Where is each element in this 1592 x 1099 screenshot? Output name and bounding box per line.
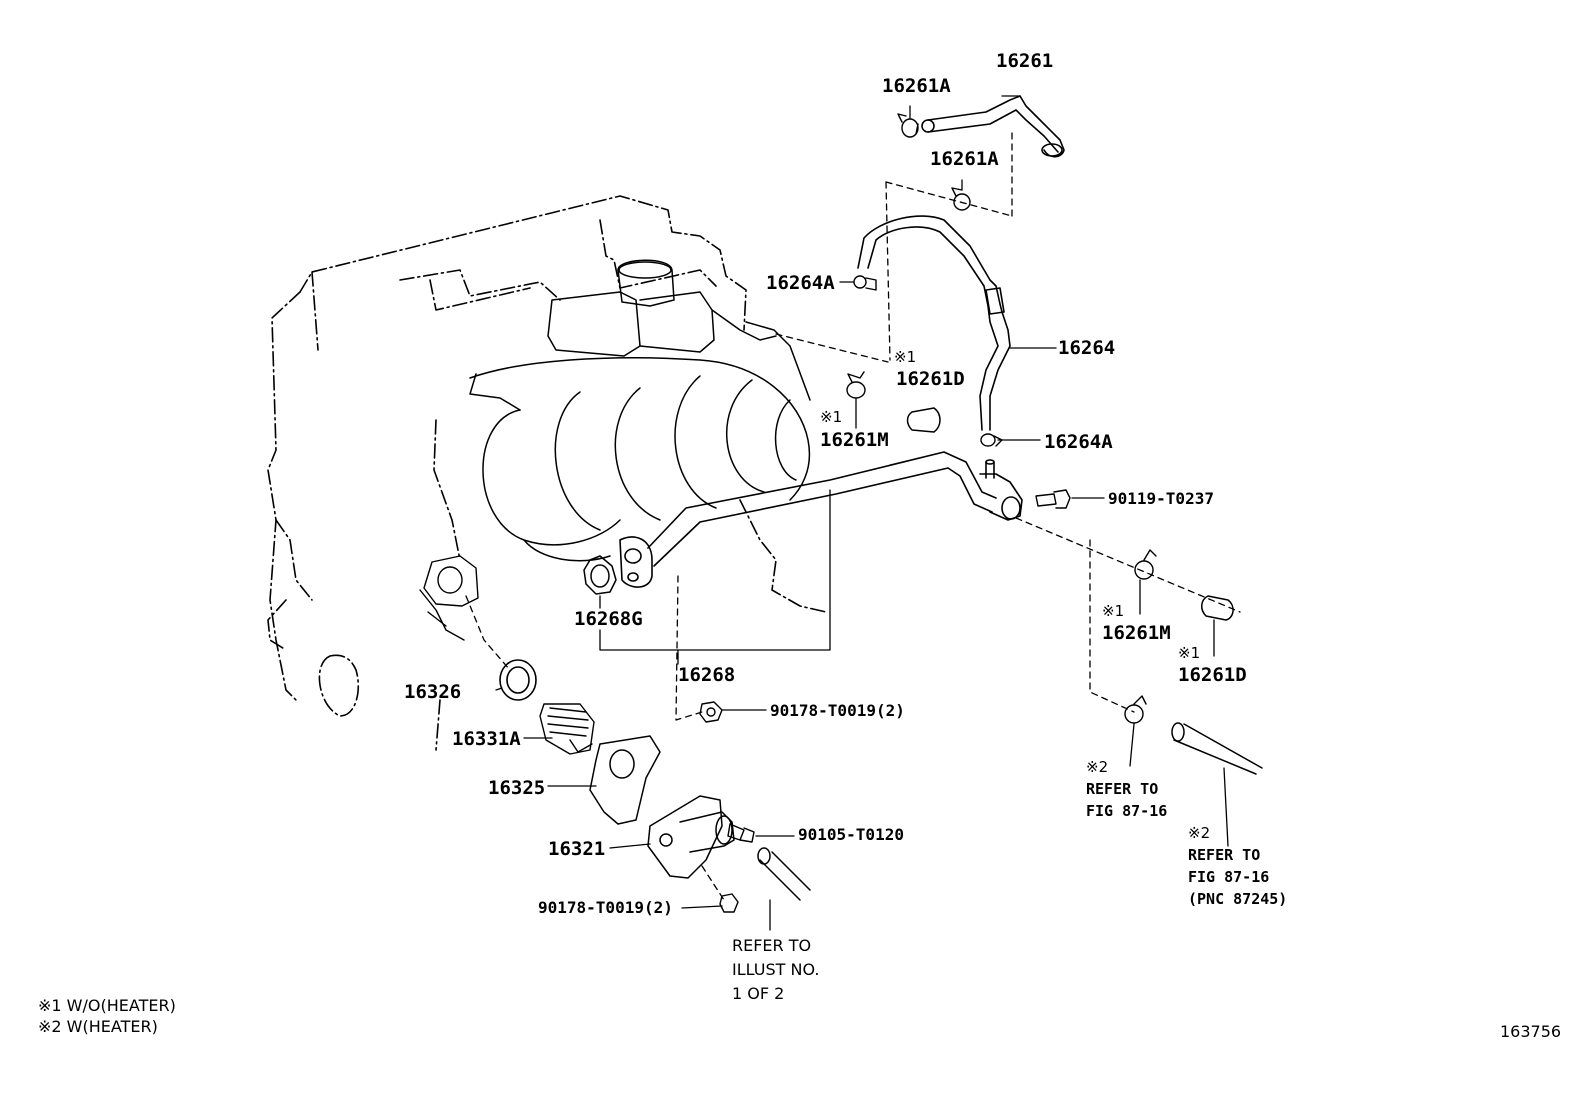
- label-90119-T0237: 90119-T0237: [1108, 489, 1214, 508]
- label-90178-T0019-lower: 90178-T0019(2): [538, 898, 673, 917]
- label-16261M-upper: 16261M: [820, 429, 889, 451]
- throttle-body: [547, 259, 777, 357]
- clamp-16261A-lower: [951, 187, 971, 211]
- gasket-16325: [589, 735, 661, 825]
- radiator-hose: [757, 847, 811, 901]
- intake-manifold: [469, 321, 811, 562]
- label-16261A-top: 16261A: [882, 75, 951, 97]
- clamp-16261A-top: [897, 113, 919, 138]
- label-16268: 16268: [678, 664, 736, 686]
- nut-90178-lower: [719, 893, 739, 913]
- refer-illust-note: REFER TO ILLUST NO. 1 OF 2: [732, 934, 819, 1006]
- gasket-16268G: [583, 555, 617, 595]
- refer-line: FIG 87-16: [1086, 801, 1168, 820]
- legend: ※1 W/O(HEATER) ※2 W(HEATER): [38, 996, 176, 1038]
- label-16264A-lower: 16264A: [1044, 431, 1113, 453]
- label-16331A: 16331A: [452, 728, 521, 750]
- label-16264: 16264: [1058, 337, 1116, 359]
- note-mark-2-a: ※2: [1086, 758, 1109, 776]
- note-mark-1-c: ※1: [1102, 602, 1125, 620]
- engine-block-outline: [267, 195, 827, 751]
- dashed-leaders: [465, 129, 1241, 901]
- note-mark-1-a: ※1: [894, 348, 917, 366]
- label-16261D-upper: 16261D: [896, 368, 965, 390]
- label-16321: 16321: [548, 838, 606, 860]
- label-16325: 16325: [488, 777, 546, 799]
- label-90178-T0019-upper: 90178-T0019(2): [770, 701, 905, 720]
- legend-note-1: ※1 W/O(HEATER): [38, 996, 176, 1015]
- refer-line: REFER TO: [1188, 846, 1261, 864]
- clamp-16261M-lower: [1134, 549, 1157, 580]
- note-mark-1-b: ※1: [820, 408, 843, 426]
- label-90105-T0120: 90105-T0120: [798, 825, 904, 844]
- refer-line: ILLUST NO.: [732, 960, 820, 979]
- plug-16261D-lower: [1201, 595, 1234, 621]
- label-16261: 16261: [996, 50, 1054, 72]
- label-16326: 16326: [404, 681, 462, 703]
- nut-90178-upper: [699, 701, 723, 723]
- thermostat-16331A: [539, 703, 595, 755]
- leader-lines: [495, 95, 1229, 931]
- label-16264A-left: 16264A: [766, 272, 835, 294]
- refer-line: REFER TO: [1086, 780, 1159, 798]
- note-mark-2-b: ※2: [1188, 824, 1211, 842]
- hose-16264: [857, 215, 1011, 431]
- block-water-outlet: [419, 555, 479, 641]
- refer-line: FIG 87-16: [1188, 867, 1270, 886]
- refer-fig-87-16-b: REFER TO FIG 87-16 (PNC 87245): [1188, 845, 1287, 910]
- figure-number: 163756: [1500, 1022, 1562, 1041]
- label-16268G: 16268G: [574, 608, 643, 630]
- refer-fig-87-16-a: REFER TO FIG 87-16: [1086, 779, 1167, 823]
- refer-line: 1 OF 2: [732, 984, 785, 1003]
- label-16261D-lower: 16261D: [1178, 664, 1247, 686]
- clamp-16264A-left: [853, 275, 877, 291]
- gasket-16326: [499, 659, 537, 701]
- hose-16261: [921, 95, 1065, 158]
- label-16261M-lower: 16261M: [1102, 622, 1171, 644]
- legend-note-2: ※2 W(HEATER): [38, 1016, 158, 1036]
- heater-hose: [1171, 722, 1263, 775]
- clamp-refer-87-16: [1124, 695, 1147, 724]
- plug-16261D-upper: [906, 407, 941, 433]
- water-bypass-pipe: [619, 451, 1023, 588]
- water-inlet-16321: [647, 795, 735, 879]
- bolt-90119-T0237: [1035, 489, 1071, 509]
- label-16261A-lower: 16261A: [930, 148, 999, 170]
- refer-line: (PNC 87245): [1188, 889, 1288, 908]
- bolt-90105-T0120: [727, 823, 755, 843]
- note-mark-1-d: ※1: [1178, 644, 1201, 662]
- clamp-16261M-upper: [846, 371, 866, 399]
- refer-line: REFER TO: [732, 936, 812, 955]
